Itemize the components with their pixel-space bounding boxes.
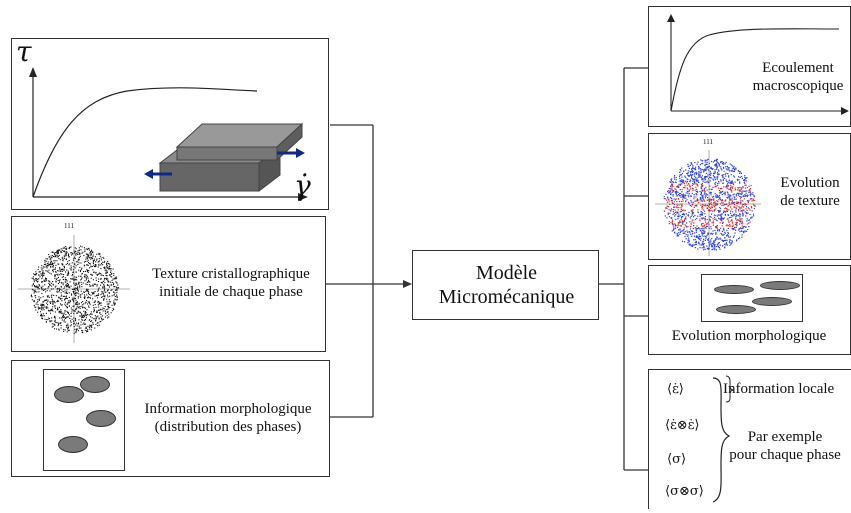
micromechanical-model-box: Modèle Micromécanique — [412, 250, 599, 320]
small-brace-icon — [725, 375, 735, 403]
output-morphology-panel: Evolution morphologique — [648, 265, 851, 355]
output-flow-text: Ecoulement macroscopique — [743, 59, 851, 95]
local-info-title: Information locale — [723, 381, 835, 397]
phase-ellipse-icon — [716, 305, 756, 314]
input-texture-panel: 111 Texture cristallographique initiale … — [11, 216, 326, 352]
evolved-pole-label: 111 — [703, 138, 713, 146]
input-morphology-line1: Information morphologique — [144, 401, 312, 417]
phase-ellipse-icon — [86, 410, 116, 427]
input-morphology-panel: Information morphologique (distribution … — [11, 360, 330, 477]
curly-brace-icon — [712, 377, 731, 503]
phase-ellipse-icon — [58, 436, 88, 453]
input-morphology-text: Information morphologique (distribution … — [128, 400, 328, 436]
local-info-line1: Par exemple — [747, 429, 823, 445]
output-texture-text: Evolution de texture — [765, 174, 851, 210]
term-stress-tensor: ⟨σ⊗σ⟩ — [665, 484, 704, 499]
initial-texture-line1: Texture cristallographique — [152, 266, 310, 282]
initial-pole-label: 111 — [64, 222, 74, 230]
term-strain-rate-tensor: ⟨ε̇⊗ε̇⟩ — [665, 418, 700, 433]
phase-ellipse-icon — [54, 386, 84, 403]
output-texture-line2: de texture — [780, 193, 840, 209]
local-info-example: Par exemple pour chaque phase — [715, 428, 851, 464]
output-flow-line2: macroscopique — [752, 78, 844, 94]
phase-distribution-figure — [43, 369, 125, 471]
term-strain-rate-mean: ⟨ε̇⟩ — [667, 382, 684, 397]
output-texture-line1: Evolution — [780, 175, 840, 191]
evolved-pole-figure — [655, 150, 761, 256]
gamma-dot-axis-label: γ̇ — [294, 169, 311, 202]
phase-ellipse-icon — [760, 281, 800, 290]
shear-block-icon — [144, 122, 305, 193]
local-info-line2: pour chaque phase — [729, 447, 841, 463]
output-flow-line1: Ecoulement — [762, 60, 834, 76]
initial-texture-text: Texture cristallographique initiale de c… — [136, 265, 326, 301]
model-line2: Micromécanique — [438, 286, 575, 308]
term-stress-mean: ⟨σ⟩ — [667, 452, 687, 467]
initial-pole-figure — [18, 235, 130, 343]
phase-ellipse-icon — [752, 297, 792, 306]
model-line1: Modèle — [475, 262, 538, 284]
local-information-panel: ⟨ε̇⟩ ⟨ε̇⊗ε̇⟩ ⟨σ⟩ ⟨σ⊗σ⟩ Information local… — [648, 369, 851, 509]
input-flow-curve-panel: τ γ̇ — [11, 35, 329, 210]
phase-ellipse-icon — [714, 285, 754, 294]
output-texture-panel: 111 Evolution de texture — [648, 133, 851, 260]
output-morphology-text: Evolution morphologique — [671, 328, 827, 344]
phase-ellipse-icon — [80, 376, 110, 393]
flow-curve-plot — [29, 67, 308, 201]
output-flow-curve — [667, 14, 849, 115]
input-morphology-line2: (distribution des phases) — [154, 419, 302, 435]
model-title: Modèle Micromécanique — [413, 261, 600, 309]
initial-texture-line2: initiale de chaque phase — [159, 284, 303, 300]
elongated-phases-figure — [701, 274, 803, 322]
tau-axis-label: τ — [16, 35, 32, 68]
output-flow-panel: Ecoulement macroscopique — [648, 6, 851, 127]
